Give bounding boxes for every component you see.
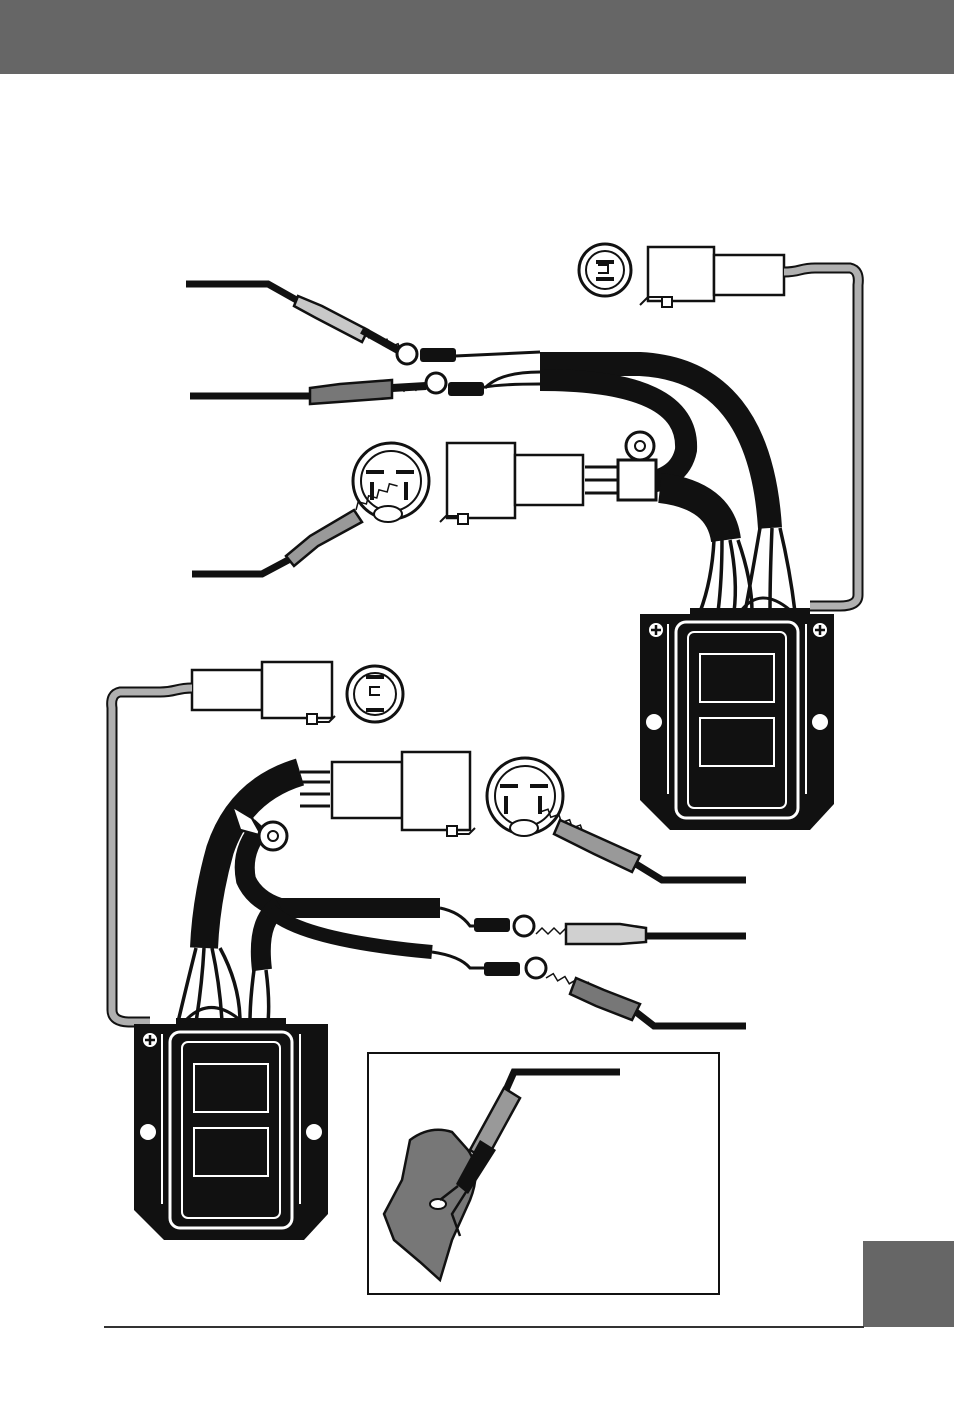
module-mounting-screw-icon [142,1032,158,1048]
ring-terminal-icon [585,432,672,500]
upper-module [640,614,834,830]
lower-connector-3pin [332,752,475,836]
bottom-rule [104,1326,864,1328]
upper-lead-1 [186,284,456,364]
lower-module [134,1024,328,1240]
module-mounting-screw-icon [812,622,828,638]
probe-detail-inset [368,1053,719,1294]
upper-connector-3pin [440,443,583,524]
lower-lead-3 [484,958,746,1026]
lower-connector-2pin [192,662,403,724]
side-tab [863,1241,954,1327]
lower-lead-2 [474,916,746,944]
upper-lead-2 [190,373,484,404]
upper-connector-2pin [579,244,784,307]
connector-face-icon [487,758,563,836]
module-mounting-screw-icon [648,622,664,638]
connector-face-icon [353,443,429,522]
